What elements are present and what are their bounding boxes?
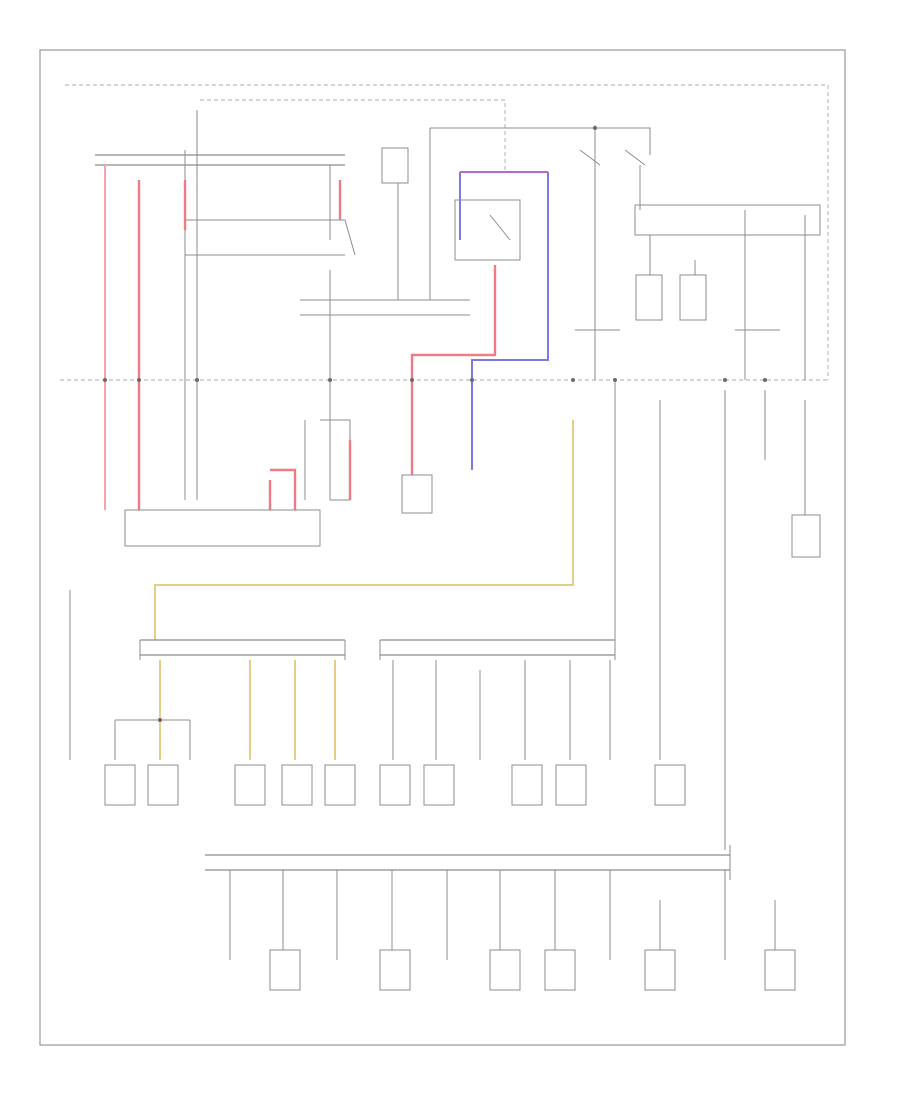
relay-2 <box>679 274 707 321</box>
bottom-component-row <box>269 949 796 991</box>
bus-bottom <box>205 845 776 960</box>
bus-right <box>379 639 616 760</box>
diagram-frame <box>39 49 846 1046</box>
middle-component-row <box>104 764 686 806</box>
relay-box-top <box>381 147 409 184</box>
right-relay-section <box>575 125 821 380</box>
lower-feeds <box>614 380 821 850</box>
red-feed-wires <box>104 165 352 510</box>
harness-boundaries <box>60 84 829 381</box>
module-box-left <box>124 509 321 547</box>
center-color-loop <box>410 171 549 475</box>
bus-left <box>69 590 346 760</box>
fuel-pump-box <box>401 474 433 514</box>
right-component <box>791 514 821 558</box>
relay-1 <box>635 274 663 321</box>
main-power-section <box>95 110 470 501</box>
yellow-route <box>154 420 574 760</box>
splice-nodes <box>103 126 767 722</box>
